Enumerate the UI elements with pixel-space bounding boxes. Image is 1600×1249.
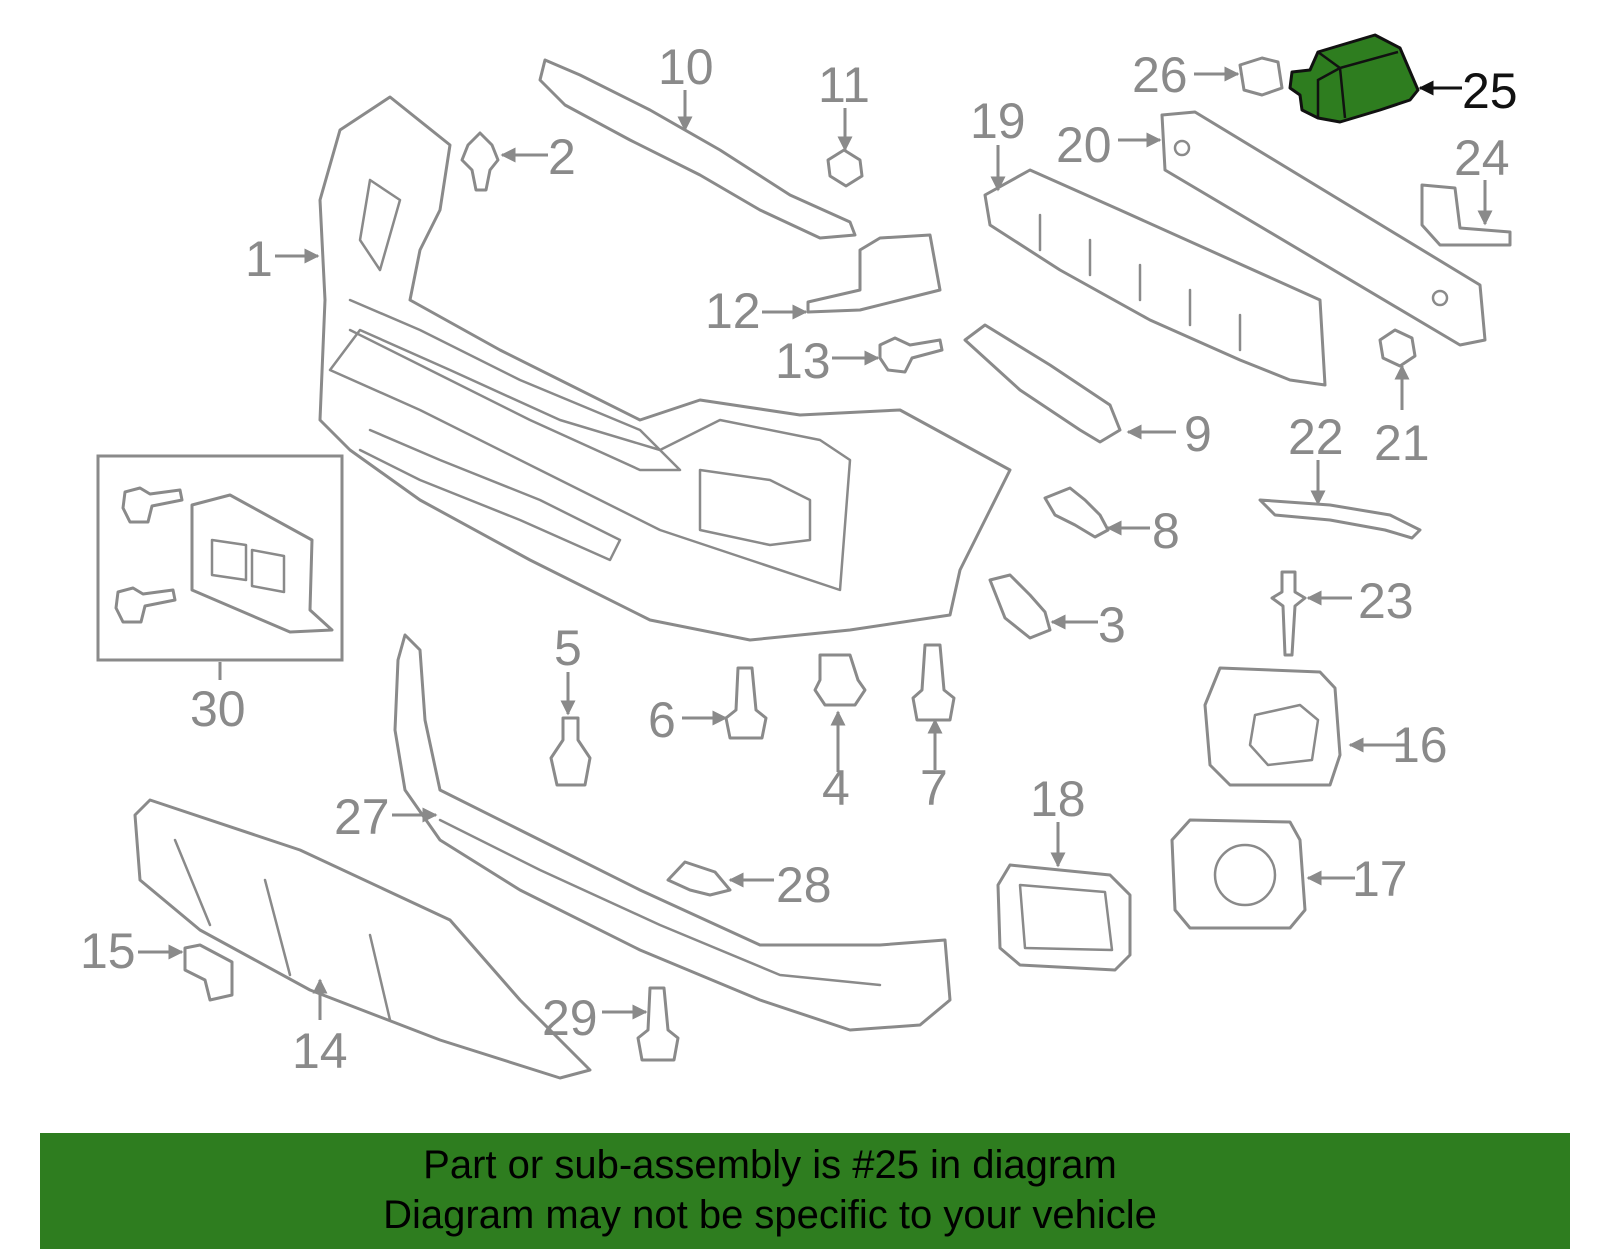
banner-line-disclaimer: Diagram may not be specific to your vehi… — [383, 1193, 1157, 1237]
callout-21: 21 — [1374, 415, 1430, 471]
leader-lines — [138, 66, 1493, 1020]
part-16-lamp-cover — [1203, 666, 1342, 787]
callout-18: 18 — [1030, 771, 1086, 827]
part-21-nut — [1378, 328, 1417, 368]
part-24-bracket — [1420, 183, 1512, 247]
part-19-absorber — [983, 168, 1327, 387]
callout-2: 2 — [548, 129, 576, 185]
part-1-bumper-cover — [318, 95, 1012, 642]
callout-3: 3 — [1098, 597, 1126, 653]
callout-7: 7 — [920, 760, 948, 816]
callout-30: 30 — [190, 681, 246, 737]
part-27-lower-cover — [393, 633, 952, 1032]
part-26-clip — [1238, 56, 1284, 97]
part-15-clip — [183, 943, 234, 1002]
part-20-reinforcement-bar — [1160, 110, 1487, 347]
part-13-bolt — [878, 336, 944, 374]
callout-19: 19 — [970, 93, 1026, 149]
part-9-bracket — [963, 323, 1122, 444]
callout-4: 4 — [822, 760, 850, 816]
part-3-clip — [988, 573, 1052, 640]
callout-23: 23 — [1358, 573, 1414, 629]
callout-12: 12 — [705, 283, 761, 339]
callout-15: 15 — [80, 923, 136, 979]
part-17-lamp-bezel — [1170, 818, 1307, 930]
callout-20: 20 — [1056, 117, 1112, 173]
callout-14: 14 — [292, 1023, 348, 1079]
callout-29: 29 — [542, 990, 598, 1046]
callout-16: 16 — [1392, 717, 1448, 773]
part-28-clip — [666, 860, 732, 897]
callout-13: 13 — [775, 333, 831, 389]
callout-17: 17 — [1352, 851, 1408, 907]
callout-8: 8 — [1152, 503, 1180, 559]
callout-labels: 1 2 3 4 5 6 7 8 9 10 11 12 13 14 15 16 1… — [80, 39, 1518, 1079]
part-18-frame — [996, 863, 1132, 972]
callout-10: 10 — [658, 39, 714, 95]
part-2-clip — [460, 131, 500, 192]
callout-28: 28 — [776, 857, 832, 913]
part-29-bolt — [636, 986, 680, 1062]
callout-9: 9 — [1184, 406, 1212, 462]
banner-line-part-info: Part or sub-assembly is #25 in diagram — [423, 1143, 1117, 1187]
part-12-bracket — [806, 233, 942, 314]
callout-22: 22 — [1288, 409, 1344, 465]
callout-25: 25 — [1462, 63, 1518, 119]
part-10-reinforcement — [538, 58, 857, 240]
part-23-pin — [1270, 570, 1307, 657]
part-22-strip — [1258, 498, 1422, 540]
part-11-nut — [826, 148, 864, 188]
callout-1: 1 — [245, 231, 273, 287]
callout-27: 27 — [334, 789, 390, 845]
callout-5: 5 — [554, 620, 582, 676]
part-6-bolt — [724, 666, 768, 740]
part-14-skid-plate — [133, 798, 592, 1080]
info-banner: Part or sub-assembly is #25 in diagram D… — [40, 1133, 1570, 1249]
callout-6: 6 — [648, 692, 676, 748]
callout-26: 26 — [1132, 47, 1188, 103]
part-8-clip — [1043, 486, 1110, 539]
callout-24: 24 — [1454, 130, 1510, 186]
callout-11: 11 — [818, 57, 870, 113]
part-25-highlighted — [1288, 33, 1420, 124]
part-4-clip — [813, 653, 867, 707]
part-30-inset-box — [96, 454, 344, 662]
part-7-bolt — [911, 643, 956, 722]
part-5-bolt — [549, 716, 592, 787]
